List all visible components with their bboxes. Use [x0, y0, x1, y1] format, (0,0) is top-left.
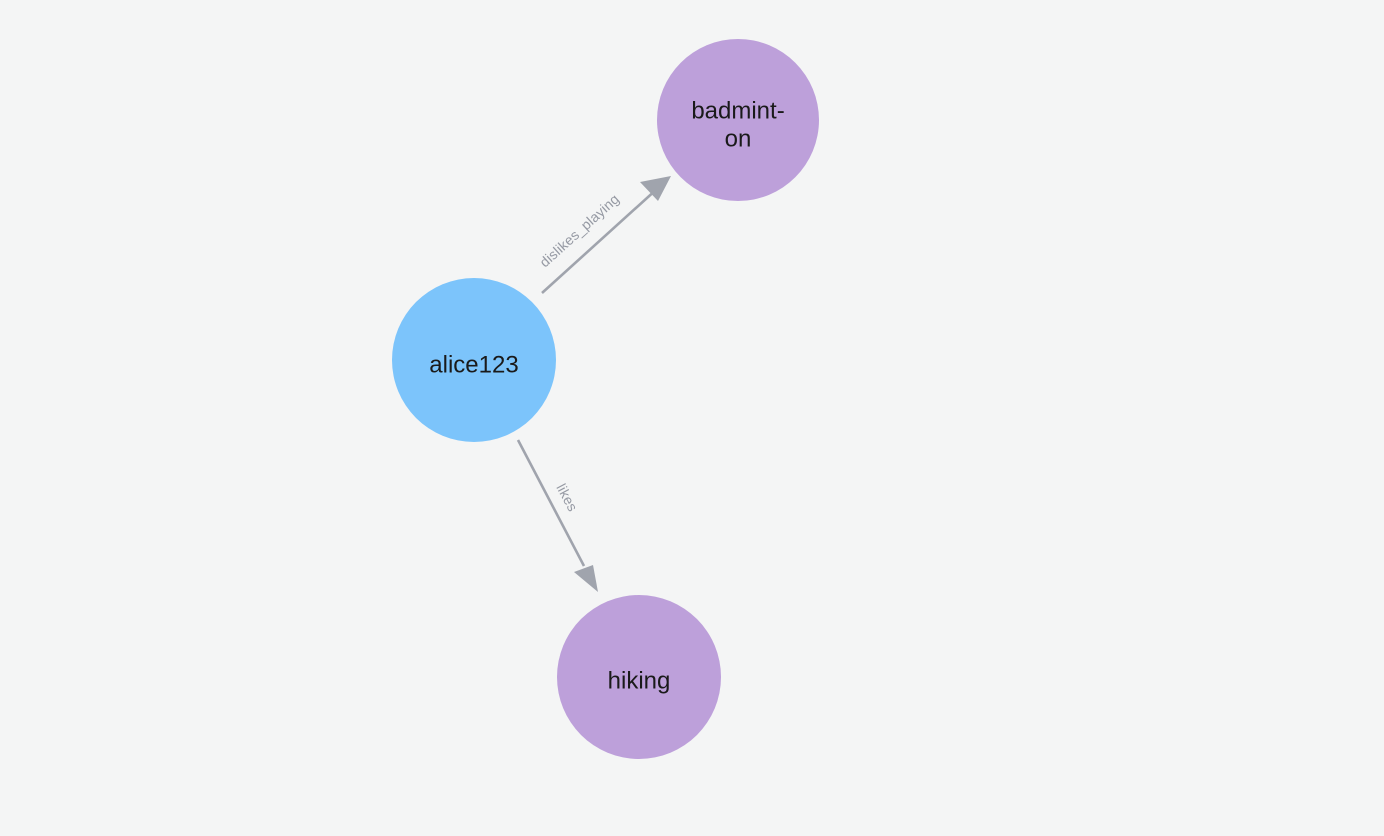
- node-badminton[interactable]: badmint- on: [657, 39, 819, 201]
- node-circle-alice123[interactable]: [392, 278, 556, 442]
- node-hiking[interactable]: hiking: [557, 595, 721, 759]
- arrowhead-icon-likes: [574, 565, 598, 592]
- arrowhead-icon-dislikes-playing: [640, 176, 671, 201]
- node-circle-hiking[interactable]: [557, 595, 721, 759]
- edge-line-likes[interactable]: [516, 439, 586, 567]
- node-label-badminton-line1: badmint-: [691, 97, 784, 124]
- node-alice123[interactable]: alice123: [392, 278, 556, 442]
- node-label-hiking: hiking: [608, 667, 671, 694]
- edge-line-dislikes-playing[interactable]: [541, 187, 659, 294]
- edge-likes[interactable]: likes: [516, 439, 598, 592]
- node-label-badminton-line2: on: [725, 125, 752, 152]
- nodes-layer: badmint- on alice123 hiking: [392, 39, 819, 759]
- node-label-alice123: alice123: [429, 351, 518, 378]
- edge-dislikes-playing[interactable]: dislikes_playing: [536, 176, 671, 294]
- edge-label-likes: likes: [553, 481, 581, 514]
- node-circle-badminton[interactable]: [657, 39, 819, 201]
